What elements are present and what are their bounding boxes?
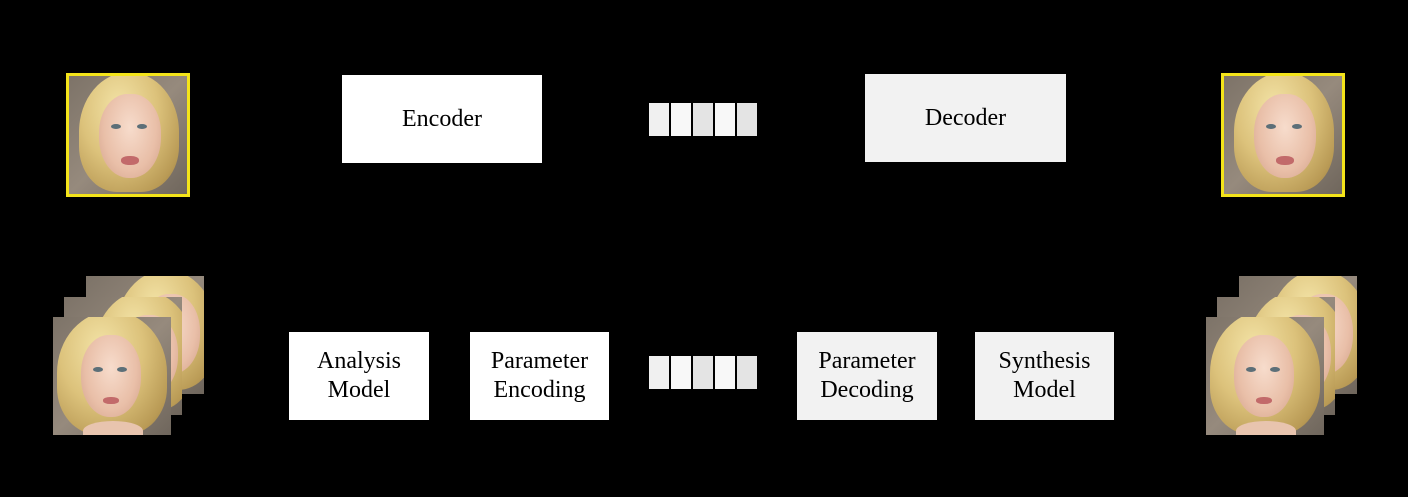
- latent-cell: [671, 103, 691, 136]
- parameter-decoding-label: Parameter Decoding: [818, 348, 916, 403]
- synthesis-model-label: Synthesis Model: [998, 348, 1091, 403]
- latent-cell: [715, 356, 735, 389]
- input-face-image: [66, 73, 190, 197]
- synthesis-model-box: Synthesis Model: [975, 332, 1114, 420]
- latent-cell: [715, 103, 735, 136]
- input-frame-stack-front: [53, 317, 171, 435]
- latent-cell: [693, 356, 713, 389]
- latent-cell: [737, 103, 757, 136]
- decoder-label: Decoder: [924, 104, 1007, 131]
- latent-cell: [649, 103, 669, 136]
- analysis-model-box: Analysis Model: [289, 332, 429, 420]
- encoder-label: Encoder: [402, 105, 482, 132]
- analysis-model-label: Analysis Model: [317, 348, 401, 403]
- bottom-latent-code: [649, 356, 759, 389]
- parameter-decoding-box: Parameter Decoding: [797, 332, 937, 420]
- parameter-encoding-label: Parameter Encoding: [490, 348, 589, 403]
- decoder-box: Decoder: [865, 74, 1066, 162]
- latent-cell: [737, 356, 757, 389]
- top-latent-code: [649, 103, 759, 136]
- latent-cell: [693, 103, 713, 136]
- output-face-image: [1221, 73, 1345, 197]
- output-frame-stack-front: [1206, 317, 1324, 435]
- parameter-encoding-box: Parameter Encoding: [470, 332, 609, 420]
- latent-cell: [649, 356, 669, 389]
- encoder-box: Encoder: [342, 75, 542, 163]
- latent-cell: [671, 356, 691, 389]
